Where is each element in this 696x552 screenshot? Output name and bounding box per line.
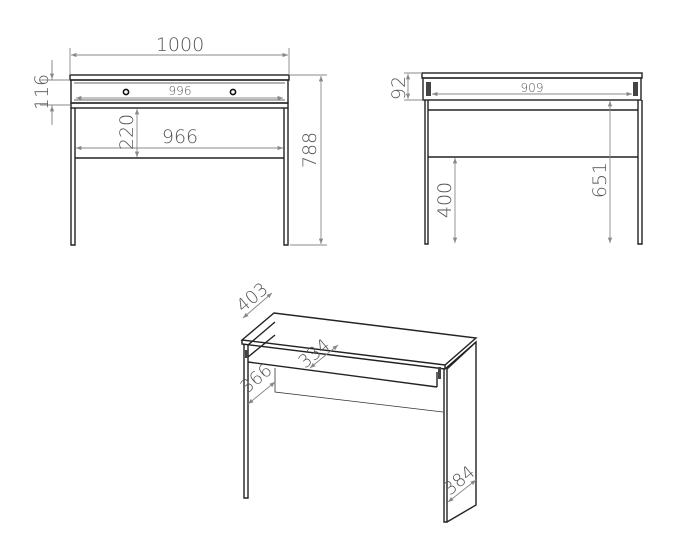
- dim-drawer-width: 996: [169, 84, 192, 98]
- handle-icon: [122, 88, 130, 96]
- dim-panel-height: 220: [116, 114, 138, 150]
- dim-drawer-depth: 334: [295, 335, 335, 373]
- dim-side-drawer-height: 92: [388, 76, 410, 100]
- iso-view: 403 334 366 384: [233, 279, 480, 523]
- dim-leg-clearance: 651: [589, 162, 611, 198]
- dim-drawer-height: 116: [31, 74, 53, 110]
- handle-icon: [229, 88, 237, 96]
- dim-total-height: 788: [299, 132, 321, 168]
- side-view: 92 909 400 651: [388, 72, 643, 245]
- dim-inner-width: 966: [162, 126, 198, 148]
- dim-panel-clearance: 400: [434, 182, 456, 218]
- dim-width: 1000: [156, 34, 204, 56]
- front-view: 1000 116 996 220 966 788: [31, 34, 327, 246]
- dim-leg-depth: 384: [440, 462, 480, 500]
- dim-depth: 403: [233, 279, 273, 317]
- dim-side-inner-width: 909: [521, 81, 544, 95]
